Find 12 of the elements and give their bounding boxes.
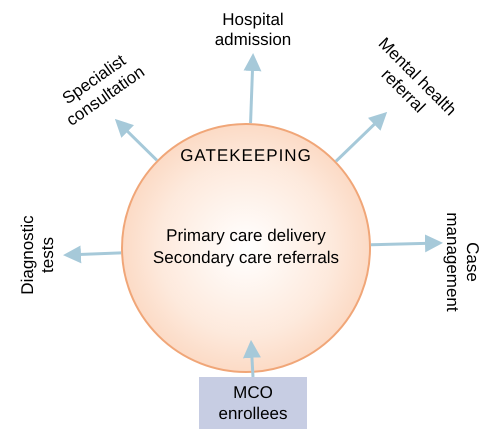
arrow: [370, 234, 443, 252]
outcome-label: Diagnostic tests: [18, 200, 58, 310]
outcome-label: Case management: [442, 207, 482, 317]
circle-text: Secondary care referrals: [152, 246, 340, 268]
enrollee-box: MCO enrollees: [199, 377, 307, 429]
arrow: [114, 118, 158, 162]
circle-text: Primary care delivery: [166, 224, 326, 246]
outcome-label: Hospital admission: [198, 10, 308, 50]
arrow: [243, 53, 262, 124]
arrow: [63, 245, 122, 264]
circle-heading: GATEKEEPING: [180, 145, 312, 167]
arrow: [334, 112, 388, 162]
